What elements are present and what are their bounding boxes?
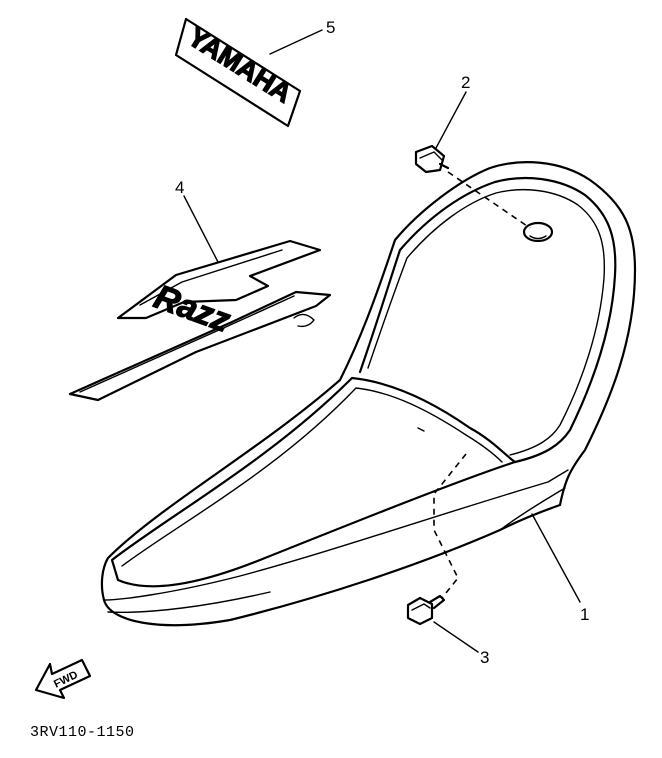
callout-2: 2 [461, 73, 470, 92]
leader-line-3 [433, 621, 479, 653]
bolt-part-2 [414, 144, 450, 174]
side-stripe-graphic: Razz [68, 239, 332, 402]
leader-line-2 [435, 91, 467, 149]
forward-arrow-icon: FWD [34, 658, 92, 700]
callout-3: 3 [480, 648, 489, 667]
callout-4: 4 [175, 178, 184, 197]
leader-line-1 [531, 513, 581, 603]
callout-5: 5 [326, 18, 335, 37]
callout-1: 1 [580, 605, 589, 624]
bolt-part-3 [406, 594, 446, 626]
stripe-logo-text: Razz [149, 278, 235, 340]
leader-line-5 [269, 29, 323, 55]
seat-assembly [100, 161, 637, 627]
yamaha-decal: YAMAHA [174, 17, 302, 128]
drawing-code: 3RV110-1150 [30, 724, 135, 741]
leader-line-4 [183, 195, 219, 263]
